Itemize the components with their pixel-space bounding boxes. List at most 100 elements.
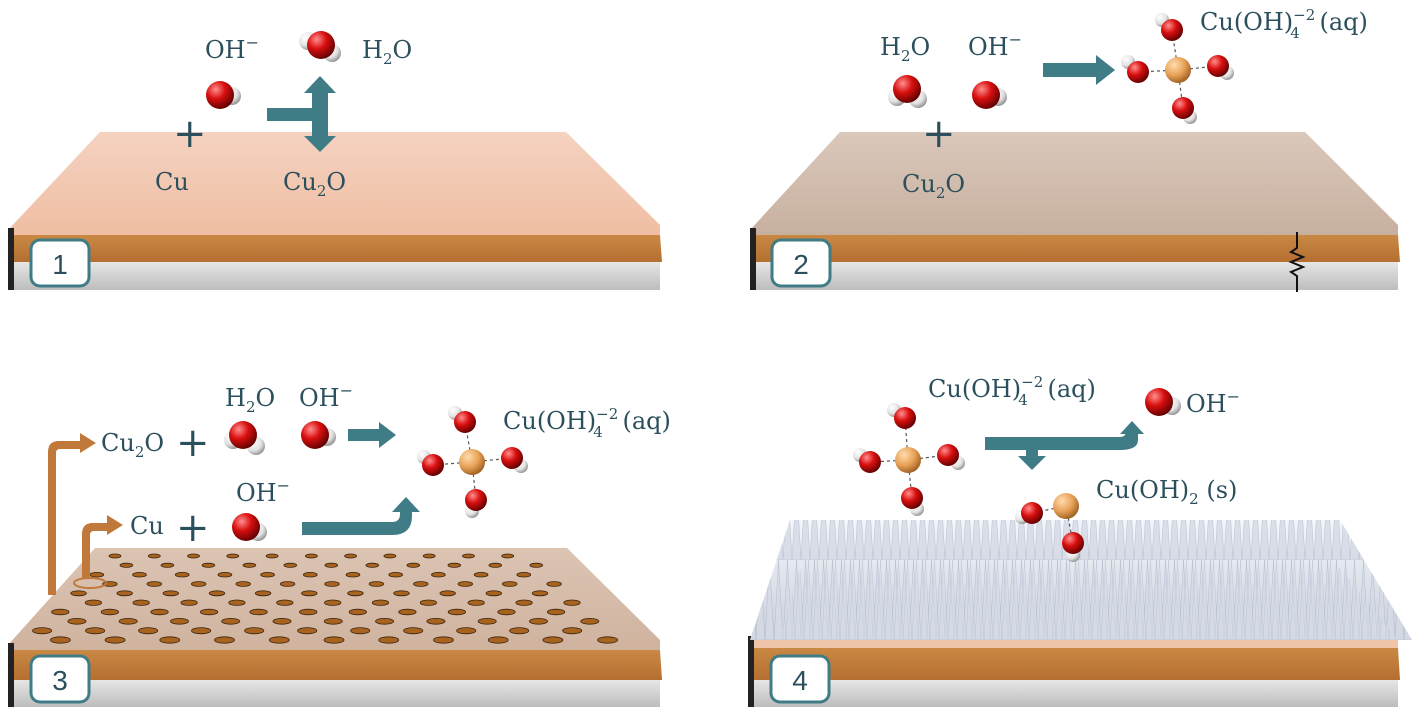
plus-sign: +	[922, 111, 956, 157]
pit-hole	[150, 608, 169, 616]
pit-hole	[597, 636, 618, 644]
pit-hole	[70, 590, 87, 597]
pit-hole	[169, 617, 189, 625]
hydroxide-label: OH−	[299, 381, 353, 412]
pit-hole	[100, 608, 120, 616]
panel-number-badge: 2	[770, 238, 832, 288]
pit-hole	[254, 590, 272, 597]
split-reaction-arrow	[985, 421, 1144, 470]
copper-label: Cu	[130, 512, 164, 540]
pit-hole	[497, 608, 516, 616]
hydroxide-label-2: OH−	[236, 476, 290, 507]
pit-hole	[208, 590, 226, 597]
pit-hole	[462, 553, 475, 559]
pit-hole	[191, 627, 212, 635]
pit-hole	[426, 617, 446, 625]
water-molecule	[888, 75, 927, 108]
pit-hole	[301, 590, 318, 597]
pit-hole	[324, 599, 342, 606]
pit-hole	[302, 572, 318, 578]
plus-sign: +	[173, 111, 207, 157]
svg-text:3: 3	[52, 665, 68, 696]
pit-hole	[323, 617, 343, 625]
water-molecule	[299, 31, 341, 62]
pit-hole	[388, 572, 404, 578]
pit-hole	[403, 627, 424, 635]
pit-hole	[160, 562, 175, 568]
svg-text:1: 1	[52, 249, 68, 280]
copper-label: Cu	[155, 168, 189, 196]
pit-hole	[146, 581, 163, 587]
cuprous-oxide-label: Cu2O	[101, 429, 164, 461]
pit-hole	[260, 572, 275, 578]
pit-hole	[276, 599, 294, 606]
pit-hole	[368, 581, 385, 587]
pit-hole	[297, 627, 318, 635]
hydroxide-molecule	[1145, 388, 1181, 416]
pit-hole	[147, 553, 161, 559]
svg-text:2: 2	[793, 249, 809, 280]
pit-hole	[546, 581, 562, 587]
pit-hole	[398, 608, 417, 616]
split-reaction-arrow	[267, 76, 336, 152]
pit-hole	[119, 562, 134, 568]
pit-hole	[422, 553, 436, 559]
pit-hole	[116, 590, 133, 597]
pit-hole	[162, 590, 180, 597]
water-label: H2O	[362, 36, 412, 68]
cuprous-oxide-label: Cu2O	[283, 168, 346, 200]
pit-hole	[563, 599, 581, 606]
pit-hole	[447, 562, 462, 568]
pit-hole	[406, 562, 421, 568]
pit-hole	[118, 617, 138, 625]
copper-hydroxide-label: Cu(OH)2 (s)	[1096, 476, 1237, 508]
pit-hole	[265, 553, 279, 559]
plus-sign-2: +	[176, 505, 210, 551]
pit-hole	[433, 636, 454, 644]
pit-hole	[473, 572, 489, 578]
pit-hole	[487, 636, 509, 644]
pit-hole	[268, 636, 290, 644]
pit-hole	[529, 562, 544, 568]
pit-hole	[502, 581, 518, 587]
pit-hole	[431, 572, 446, 578]
pit-hole	[413, 581, 429, 587]
copper-hydroxide-molecule	[1015, 493, 1084, 562]
pit-hole	[51, 608, 70, 616]
orange-arrow-to-cu2o	[48, 433, 96, 595]
copper-tetrahydroxide-complex	[1121, 13, 1234, 124]
pit-hole	[393, 590, 410, 597]
nanowire-forest	[750, 520, 1412, 640]
pit-hole	[375, 617, 395, 625]
water-label: H2O	[225, 384, 275, 416]
pit-hole	[542, 636, 564, 644]
pit-hole	[104, 636, 126, 644]
pit-hole	[323, 636, 345, 644]
panel-number-badge: 4	[769, 654, 831, 704]
pit-hole	[272, 617, 292, 625]
pit-hole	[228, 599, 246, 606]
pit-hole	[516, 572, 532, 578]
pit-hole	[249, 608, 268, 616]
pit-hole	[419, 599, 437, 606]
pit-hole	[485, 590, 503, 597]
pit-hole	[242, 562, 257, 568]
reaction-arrow	[1043, 55, 1115, 85]
pit-hole	[531, 590, 549, 597]
pit-hole	[67, 617, 87, 625]
pit-hole	[159, 636, 181, 644]
pit-hole	[439, 590, 456, 597]
pit-hole	[85, 627, 106, 635]
pit-hole	[488, 562, 503, 568]
hydroxide-molecule	[206, 81, 241, 109]
orange-arrow-to-cu	[82, 515, 123, 578]
pit-hole	[324, 562, 339, 568]
pit-hole	[580, 617, 600, 625]
pit-hole	[132, 572, 147, 578]
pit-hole	[324, 581, 340, 587]
pit-hole	[447, 608, 466, 616]
pit-hole	[174, 572, 190, 578]
pit-hole	[457, 581, 474, 587]
